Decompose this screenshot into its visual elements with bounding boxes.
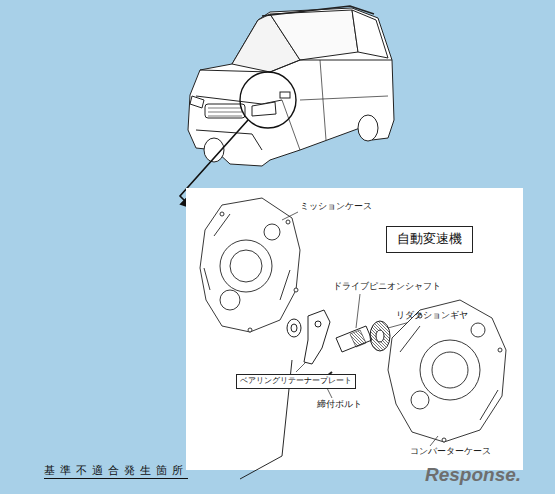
part-label: コンバーターケース bbox=[410, 447, 491, 457]
part-label: ミッションケース bbox=[300, 202, 372, 212]
converter-case bbox=[388, 300, 506, 442]
watermark: Response. bbox=[425, 465, 521, 486]
retainer-plate bbox=[304, 310, 330, 364]
bearing bbox=[287, 319, 301, 337]
nonconformity-label: 基準不適合発生箇所 bbox=[44, 465, 188, 479]
box-text: ベアリングリテーナープレート bbox=[240, 377, 352, 386]
car-drawing bbox=[188, 6, 394, 166]
mission-case bbox=[200, 198, 300, 332]
part-label: ドライブピニオンシャフト bbox=[333, 282, 441, 292]
highlight-circle bbox=[240, 72, 296, 128]
part-box: ベアリングリテーナープレート bbox=[236, 374, 356, 389]
title-box: 自動変速機 bbox=[386, 226, 473, 253]
reduction-gear bbox=[370, 321, 390, 351]
part-label: リダクションギヤ bbox=[396, 311, 468, 321]
box-text: 自動変速機 bbox=[397, 232, 462, 246]
detail-panel bbox=[186, 188, 523, 470]
drive-pinion-shaft bbox=[336, 326, 372, 352]
part-label: 締付ボルト bbox=[317, 400, 362, 410]
